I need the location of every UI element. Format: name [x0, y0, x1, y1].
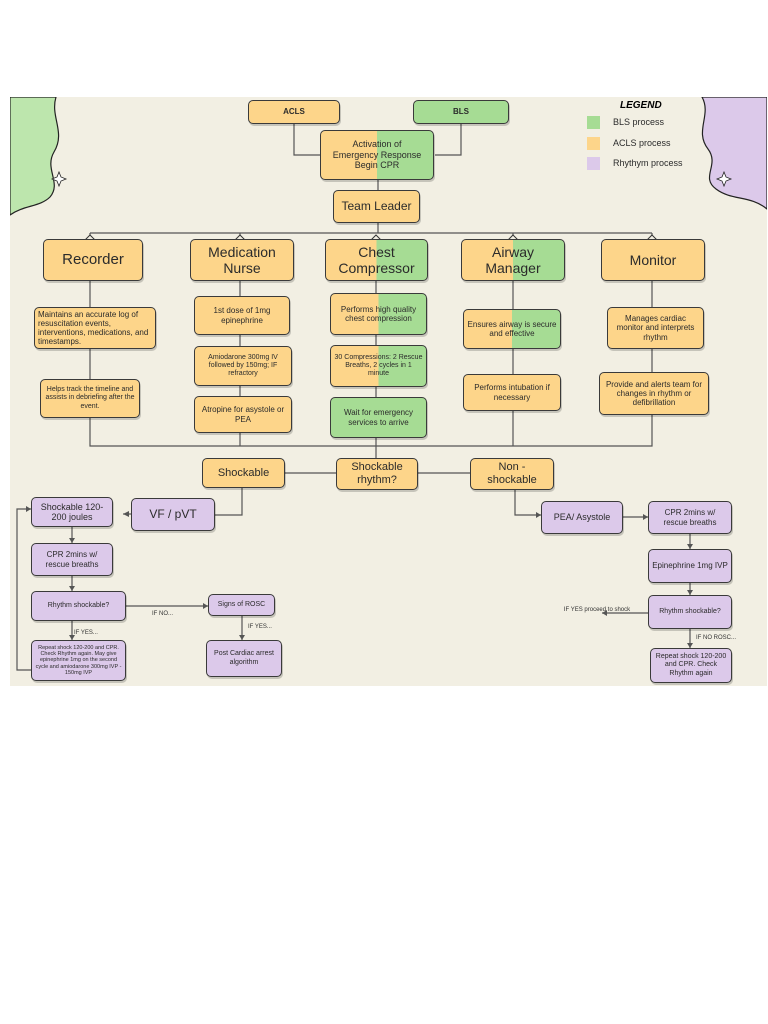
repeat-shock-left-box: Repeat shock 120-200 and CPR. Check Rhyt… — [31, 640, 126, 681]
epinephrine-right-box: Epinephrine 1mg IVP — [648, 549, 732, 583]
task-chest-cycles: 30 Compressions: 2 Rescue Breaths, 2 cyc… — [330, 345, 427, 387]
shock-joules-box: Shockable 120-200 joules — [31, 497, 113, 527]
task-recorder-log: Maintains an accurate log of resuscitati… — [34, 307, 156, 349]
rhythm-shockable-left-box: Rhythm shockable? — [31, 591, 126, 621]
if-yes-rosc-label: IF YES... — [248, 624, 272, 630]
legend-swatch-acls — [587, 137, 600, 150]
shockable-question-box: Shockable rhythm? — [336, 458, 418, 490]
task-chest-wait: Wait for emergency services to arrive — [330, 397, 427, 438]
task-med-amiodarone: Amiodarone 300mg IV followed by 150mg; I… — [194, 346, 292, 386]
decorative-shapes — [10, 97, 767, 216]
task-med-epinephrine: 1st dose of 1mg epinephrine — [194, 296, 290, 335]
shockable-box: Shockable — [202, 458, 285, 488]
non-shockable-box: Non - shockable — [470, 458, 554, 490]
task-airway-secure: Ensures airway is secure and effective — [463, 309, 561, 349]
if-no-left-label: IF NO... — [152, 611, 173, 617]
task-med-atropine: Atropine for asystole or PEA — [194, 396, 292, 433]
cpr-right-box: CPR 2mins w/ rescue breaths — [648, 501, 732, 534]
cpr-left-box: CPR 2mins w/ rescue breaths — [31, 543, 113, 576]
team-leader-box: Team Leader — [333, 190, 420, 223]
acls-box: ACLS — [248, 100, 340, 124]
legend-swatch-rhythm — [587, 157, 600, 170]
if-yes-proceed-label: IF YES proceed to shock — [563, 607, 631, 613]
flowchart-canvas: ACLS BLS Activation of Emergency Respons… — [10, 97, 767, 686]
legend-label-bls: BLS process — [613, 117, 665, 127]
if-yes-left-label: IF YES... — [74, 630, 98, 636]
connector-lines — [16, 121, 693, 671]
if-no-rosc-label: IF NO ROSC... — [696, 635, 737, 641]
role-monitor: Monitor — [601, 239, 705, 281]
post-cardiac-box: Post Cardiac arrest algorithm — [206, 640, 282, 677]
legend-title: LEGEND — [620, 100, 662, 111]
vf-pvt-box: VF / pVT — [131, 498, 215, 531]
repeat-shock-right-box: Repeat shock 120-200 and CPR. Check Rhyt… — [650, 648, 732, 683]
rhythm-shockable-right-box: Rhythm shockable? — [648, 595, 732, 629]
signs-rosc-box: Signs of ROSC — [208, 594, 275, 616]
sparkle-icon — [50, 170, 68, 188]
pea-asystole-box: PEA/ Asystole — [541, 501, 623, 534]
task-recorder-timeline: Helps track the timeline and assists in … — [40, 379, 140, 418]
bls-box: BLS — [413, 100, 509, 124]
legend-label-acls: ACLS process — [613, 138, 671, 148]
task-monitor-alerts: Provide and alerts team for changes in r… — [599, 372, 709, 415]
role-medication-nurse: Medication Nurse — [190, 239, 294, 281]
sparkle-icon — [715, 170, 733, 188]
legend-label-rhythm: Rhythym process — [613, 158, 683, 168]
activation-box: Activation of Emergency Response Begin C… — [320, 130, 434, 180]
task-chest-compression: Performs high quality chest compression — [330, 293, 427, 335]
role-chest-compressor: Chest Compressor — [325, 239, 428, 281]
role-recorder: Recorder — [43, 239, 143, 281]
role-airway-manager: Airway Manager — [461, 239, 565, 281]
task-airway-intubation: Performs intubation if necessary — [463, 374, 561, 411]
task-monitor-manage: Manages cardiac monitor and interprets r… — [607, 307, 704, 349]
legend-swatch-bls — [587, 116, 600, 129]
